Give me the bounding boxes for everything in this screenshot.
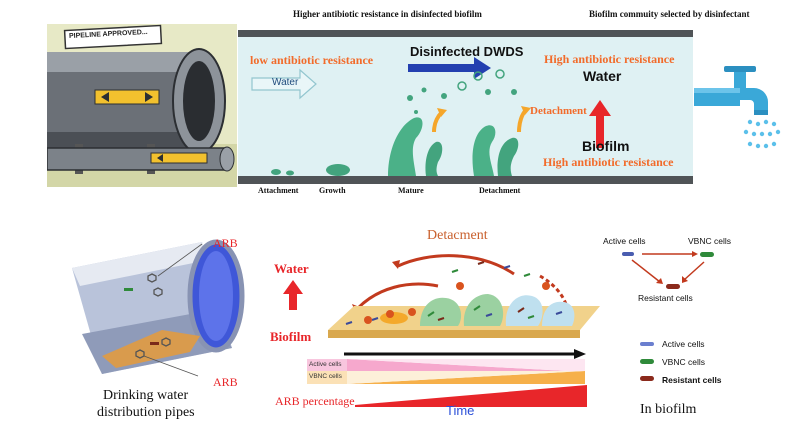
stage-mature: Mature [398, 186, 424, 195]
arb-label-bottom: ARB [213, 375, 238, 389]
detachment-label: Detachment [530, 105, 587, 117]
time-label: Time [446, 403, 475, 418]
cell-cycle-diagram [612, 246, 732, 294]
in-biofilm-label: In biofilm [640, 402, 697, 417]
stage-detachment: Detachment [479, 186, 521, 195]
legend-vbnc-cells: VBNC cells [662, 357, 705, 367]
water-arrow-label: Water [272, 77, 299, 88]
arb-percentage-label: ARB percentage [275, 394, 355, 408]
biofilm-label-top: Biofilm [582, 138, 630, 154]
stage-growth: Growth [319, 186, 346, 195]
high-resistance-bottom: High antibiotic resistance [543, 155, 674, 169]
legend-resistant-cells: Resistant cells [662, 375, 722, 385]
stage-attachment: Attachment [258, 186, 299, 195]
vbnc-cells-bar-label: VBNC cells [309, 373, 342, 380]
water-tap [694, 64, 784, 154]
pipes-caption-line1: Drinking water [103, 388, 189, 403]
disinfected-label: Disinfected DWDS [410, 44, 524, 59]
active-cells-bar-label: Active cells [309, 361, 342, 368]
water-label-bottom: Water [274, 261, 309, 276]
detachment-title: Detacment [427, 228, 488, 243]
legend-active-cells: Active cells [662, 339, 705, 349]
pipes-caption-line2: distribution pipes [97, 405, 195, 420]
header-center: Higher antibiotic resistance in disinfec… [293, 9, 482, 19]
arb-label-top: ARB [213, 236, 238, 250]
biofilm-label-bottom: Biofilm [270, 329, 312, 344]
vbnc-cells-bar [307, 371, 585, 384]
active-cells-bar [307, 359, 585, 372]
cycle-resistant-label: Resistant cells [638, 293, 693, 303]
cycle-vbnc-label: VBNC cells [688, 236, 731, 246]
time-axis-arrow [344, 346, 586, 359]
biofilm-development [328, 246, 600, 350]
header-right: Biofilm commuity selected by disinfectan… [589, 9, 750, 19]
low-resistance-label: low antibiotic resistance [250, 53, 374, 67]
pipeline-cartoon: PIPELINE APPROVED... [46, 24, 237, 187]
cycle-active-label: Active cells [603, 236, 646, 246]
legend-swatches [636, 338, 660, 384]
pipe-section [238, 30, 693, 184]
red-up-arrow [283, 280, 303, 310]
water-label-top: Water [583, 68, 622, 84]
arb-percentage-wedge [355, 385, 587, 407]
high-resistance-top: High antibiotic resistance [544, 52, 675, 66]
pipe-illustration [62, 238, 250, 378]
